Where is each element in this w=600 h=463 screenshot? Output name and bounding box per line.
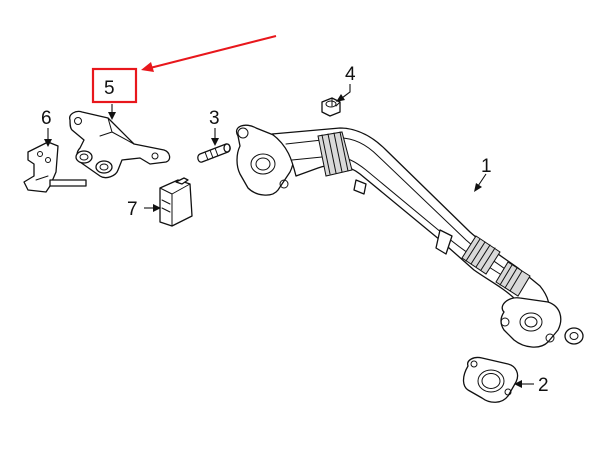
part-4-nut [321, 97, 341, 117]
part-3-stud [197, 143, 231, 163]
part-6-clip [23, 141, 87, 193]
highlight-box [91, 67, 138, 104]
callout-7: 7 [127, 199, 138, 220]
callout-6: 6 [41, 108, 52, 129]
callout-4: 4 [345, 64, 356, 85]
part-5-bracket [69, 110, 171, 179]
callout-5: 5 [104, 78, 115, 99]
part-7-insulator [159, 177, 193, 227]
callout-3: 3 [209, 108, 220, 129]
part-1-pipe [235, 124, 584, 348]
part-2-gasket [462, 356, 519, 403]
callout-labels: 1 2 3 4 5 6 7 [41, 64, 549, 396]
leader-lines [44, 84, 534, 388]
highlight-annotation [91, 35, 277, 104]
highlight-arrow-line [149, 35, 277, 69]
callout-1: 1 [481, 156, 492, 177]
callout-2: 2 [538, 375, 549, 396]
highlight-arrow-head [141, 62, 154, 72]
